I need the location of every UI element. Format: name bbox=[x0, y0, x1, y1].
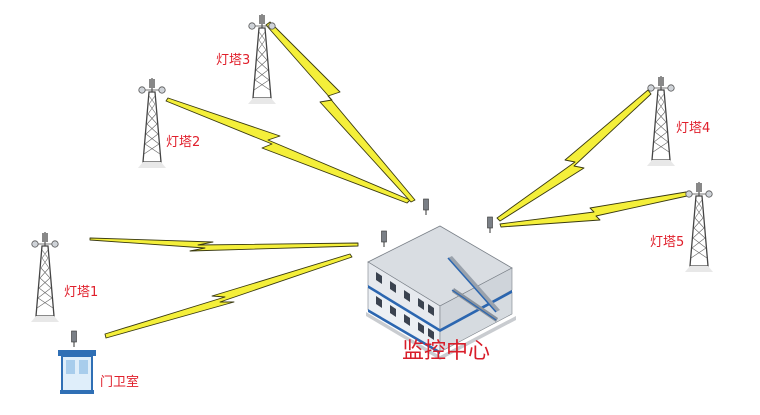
link-tower-4 bbox=[496, 89, 652, 222]
tower-1: 灯塔1 bbox=[30, 231, 98, 323]
tower-icon bbox=[684, 181, 714, 273]
gatehouse-icon bbox=[58, 350, 96, 394]
center-label: 监控中心 bbox=[402, 339, 490, 364]
tower-2: 灯塔2 bbox=[137, 77, 200, 169]
tower-3-label: 灯塔3 bbox=[216, 53, 250, 68]
tower-4-label: 灯塔4 bbox=[676, 121, 710, 136]
tower-3: 灯塔3 bbox=[216, 13, 277, 105]
gatehouse: 门卫室 bbox=[58, 330, 139, 394]
antenna-icon bbox=[71, 330, 77, 348]
tower-icon bbox=[30, 231, 60, 323]
link-gatehouse bbox=[104, 253, 353, 339]
tower-icon bbox=[646, 75, 676, 167]
antenna-icon bbox=[423, 198, 429, 216]
tower-icon bbox=[247, 13, 277, 105]
tower-5-label: 灯塔5 bbox=[650, 235, 684, 250]
link-tower-2 bbox=[165, 97, 411, 204]
tower-4: 灯塔4 bbox=[646, 75, 710, 167]
link-tower-3 bbox=[265, 21, 416, 203]
link-tower-1 bbox=[89, 237, 359, 252]
tower-2-label: 灯塔2 bbox=[166, 135, 200, 150]
tower-icon bbox=[137, 77, 167, 169]
tower-1-label: 灯塔1 bbox=[64, 285, 98, 300]
wireless-links bbox=[89, 21, 688, 339]
gatehouse-label: 门卫室 bbox=[100, 374, 139, 390]
antenna-icon bbox=[487, 216, 493, 234]
link-tower-5 bbox=[499, 191, 688, 228]
monitoring-center: 监控中心 bbox=[366, 198, 516, 364]
building-icon bbox=[366, 225, 516, 360]
tower-5: 灯塔5 bbox=[650, 181, 714, 273]
antenna-icon bbox=[381, 230, 387, 248]
